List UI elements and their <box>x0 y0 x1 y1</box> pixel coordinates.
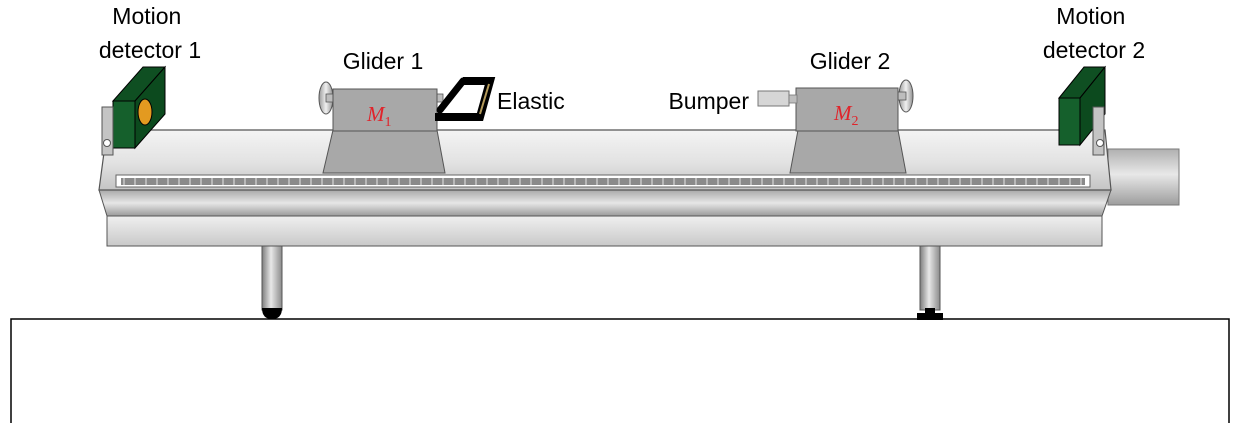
glider-1: M1 <box>318 81 446 174</box>
motion-detector-2-label: Motion detector 2 <box>1043 3 1145 63</box>
glider-1-label: Glider 1 <box>343 48 424 74</box>
glider-2: M2 <box>789 79 914 174</box>
motion-detector-1-label: Motion detector 1 <box>99 3 201 63</box>
mass-1-label: M1 <box>366 102 392 130</box>
motion-detector-1 <box>101 65 167 156</box>
bumper-label: Bumper <box>668 88 749 114</box>
mass-2-label: M2 <box>833 101 859 129</box>
left-leg <box>261 243 283 319</box>
sonar-detector-icon <box>1057 65 1107 156</box>
air-glider-icon <box>318 81 446 174</box>
right-leg <box>917 243 943 320</box>
ruler-scale <box>121 178 1085 185</box>
air-track <box>98 129 1112 247</box>
motion-detector-2 <box>1057 65 1107 156</box>
detector-1-lens <box>137 98 153 126</box>
glider-2-label: Glider 2 <box>810 48 891 74</box>
air-blower <box>1107 148 1180 206</box>
sonar-detector-icon <box>101 65 167 156</box>
bumper-icon <box>757 90 798 107</box>
ruler-ticks <box>123 178 1082 185</box>
elastic-band-icon <box>435 77 496 121</box>
air-glider-icon <box>789 79 914 174</box>
bench <box>10 318 1230 423</box>
elastic-label: Elastic <box>497 88 565 114</box>
